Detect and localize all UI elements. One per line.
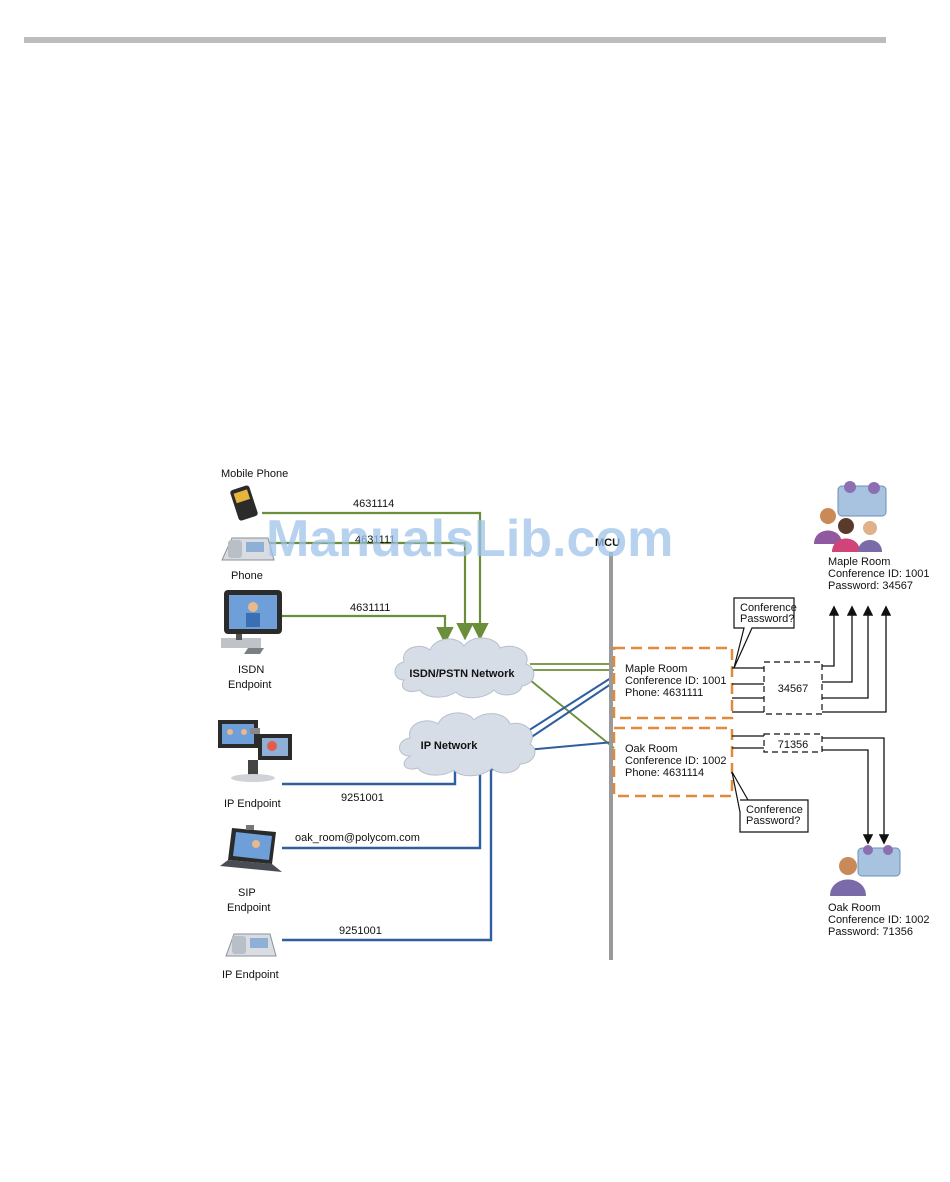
maple-password-prompt: Conference Password? — [733, 597, 797, 669]
phone-dial-string: 4631111 — [355, 534, 395, 546]
ip-connection-lines — [282, 747, 501, 942]
sip-dial-string: oak_room@polycom.com — [295, 832, 420, 844]
oak-room-arrows — [732, 735, 890, 845]
isdn-pstn-network-cloud: ISDN/PSTN Network — [394, 637, 535, 699]
maple-room-name: Maple Room — [828, 556, 890, 568]
oak-password-prompt: Conference Password? — [731, 771, 809, 833]
maple-room-id: Conference ID: 1001 — [828, 568, 930, 580]
watermark: ManualsLib.com — [266, 510, 673, 568]
phone-label: Phone — [231, 570, 263, 582]
sip-endpoint-label-1: SIP — [238, 887, 256, 899]
mobile-phone-label: Mobile Phone — [221, 468, 288, 480]
oak-room-people-icon — [830, 845, 901, 896]
ip-phone-dial-string: 9251001 — [339, 925, 382, 937]
ip-video-dial-string: 9251001 — [341, 792, 384, 804]
isdn-connection-lines — [262, 511, 489, 645]
oak-conference-id: Conference ID: 1002 — [625, 755, 727, 767]
isdn-endpoint-label-1: ISDN — [238, 664, 264, 676]
maple-room-password: Password: 34567 — [828, 580, 913, 592]
ip-phone-endpoint-label: IP Endpoint — [222, 969, 279, 981]
mcu-label: MCU — [595, 537, 620, 549]
maple-prompt-line2: Password? — [740, 613, 794, 625]
ip-video-endpoint-icon — [218, 720, 292, 782]
oak-room-password: Password: 71356 — [828, 926, 913, 938]
oak-password-value: 71356 — [778, 739, 809, 751]
network-to-mcu-lines — [519, 663, 615, 751]
oak-prompt-line2: Password? — [746, 815, 800, 827]
maple-password-value: 34567 — [778, 683, 809, 695]
oak-prompt-line1: Conference — [746, 804, 803, 816]
maple-conference-name: Maple Room — [625, 663, 687, 675]
isdn-endpoint-icon — [221, 590, 282, 654]
oak-conference-name: Oak Room — [625, 743, 678, 755]
sip-laptop-icon — [220, 825, 282, 872]
maple-conference-phone: Phone: 4631111 — [625, 687, 703, 699]
isdn-endpoint-label-2: Endpoint — [228, 679, 271, 691]
mobile-dial-string: 4631114 — [353, 498, 394, 510]
mobile-phone-icon — [230, 485, 258, 521]
top-rule — [24, 37, 886, 43]
maple-conference-box: Maple Room Conference ID: 1001 Phone: 46… — [612, 646, 734, 720]
maple-password-box: 34567 — [763, 661, 823, 715]
oak-password-box: 71356 — [763, 733, 823, 753]
oak-room-name: Oak Room — [828, 902, 881, 914]
sip-endpoint-label-2: Endpoint — [227, 902, 270, 914]
oak-conference-phone: Phone: 4631114 — [625, 767, 704, 779]
maple-conference-id: Conference ID: 1001 — [625, 675, 727, 687]
oak-conference-box: Oak Room Conference ID: 1002 Phone: 4631… — [612, 726, 734, 798]
ip-video-endpoint-label: IP Endpoint — [224, 798, 281, 810]
maple-room-arrows — [732, 605, 892, 713]
ip-network-cloud: IP Network — [399, 712, 536, 777]
desk-phone-icon — [221, 537, 275, 561]
maple-room-people-icon — [814, 481, 887, 552]
ip-phone-icon — [225, 933, 277, 957]
ip-network-label: IP Network — [421, 740, 479, 752]
isdn-network-label: ISDN/PSTN Network — [409, 668, 515, 680]
maple-prompt-line1: Conference — [740, 602, 797, 614]
isdn-dial-string: 4631111 — [350, 602, 390, 614]
oak-room-id: Conference ID: 1002 — [828, 914, 930, 926]
